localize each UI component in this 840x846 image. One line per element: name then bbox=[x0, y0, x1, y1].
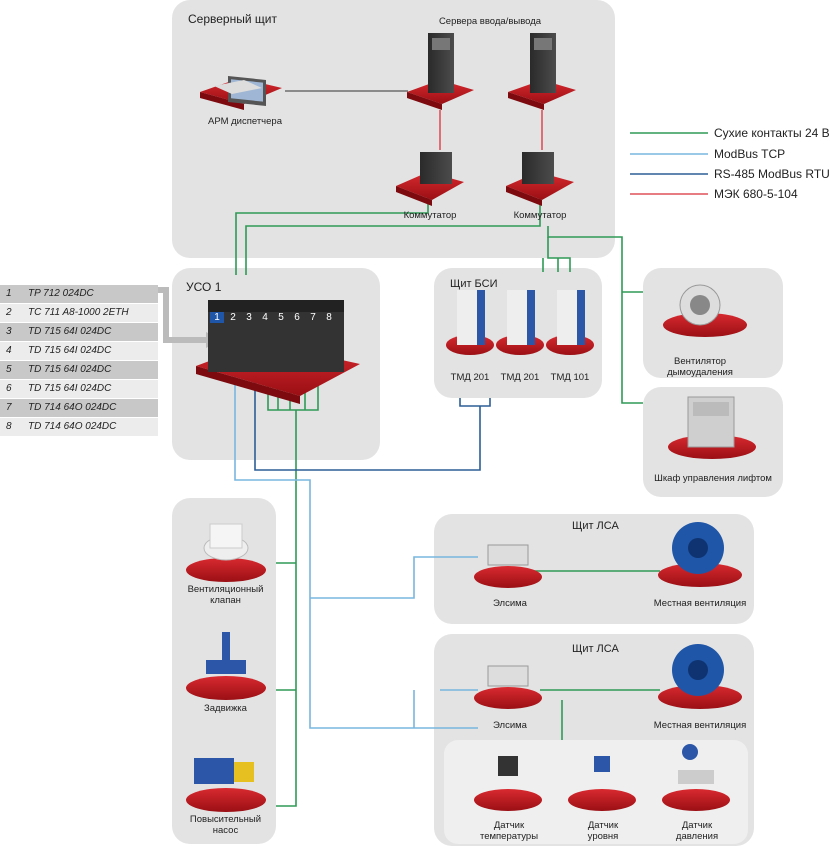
legend-iec: МЭК 680-5-104 bbox=[714, 187, 798, 201]
slot-number: 8 bbox=[326, 312, 332, 323]
slot-numbers: 1 2 3 4 5 6 7 8 bbox=[210, 312, 340, 323]
booster-pump-label: Повысительный насос bbox=[189, 814, 262, 836]
legend-modbus-tcp: ModBus TCP bbox=[714, 147, 786, 161]
slot-number: 6 bbox=[294, 312, 300, 323]
slot-number: 2 bbox=[230, 312, 236, 323]
servers-label: Сервера ввода/вывода bbox=[438, 16, 542, 27]
temp-sensor-label: Датчик температуры bbox=[479, 820, 539, 842]
local-vent-1-label: Местная вентиляция bbox=[653, 598, 747, 609]
level-sensor-label: Датчик уровня bbox=[587, 820, 619, 842]
lift-cabinet-label: Шкаф управления лифтом bbox=[654, 473, 772, 484]
tmd-3-label: ТМД 101 bbox=[550, 372, 590, 383]
smoke-fan-label: Вентилятор дымоудаления bbox=[667, 356, 733, 378]
bsi-panel-title: Щит БСИ bbox=[450, 278, 498, 290]
switch-1-label: Коммутатор bbox=[403, 210, 457, 221]
local-vent-2-label: Местная вентиляция bbox=[653, 720, 747, 731]
slot-number: 3 bbox=[246, 312, 252, 323]
legend-rs485: RS-485 ModBus RTU bbox=[714, 167, 830, 181]
elsima-1-label: Элсима bbox=[493, 598, 527, 609]
switch-2-label: Коммутатор bbox=[513, 210, 567, 221]
elsima-2-label: Элсима bbox=[493, 720, 527, 731]
lsa1-panel-title: Щит ЛСА bbox=[572, 520, 619, 532]
gate-valve-label: Задвижка bbox=[204, 703, 247, 714]
slot-number: 5 bbox=[278, 312, 284, 323]
legend-dry-contacts: Сухие контакты 24 В bbox=[714, 126, 830, 140]
tmd-2-label: ТМД 201 bbox=[500, 372, 540, 383]
lsa2-panel-title: Щит ЛСА bbox=[572, 643, 619, 655]
pressure-sensor-label: Датчик давления bbox=[675, 820, 719, 842]
arm-label: АРМ диспетчера bbox=[208, 116, 282, 127]
uso-panel bbox=[172, 268, 380, 460]
field-devices-panel bbox=[172, 498, 276, 844]
uso-panel-title: УСО 1 bbox=[186, 280, 222, 294]
vent-valve-label: Вентиляционный клапан bbox=[187, 584, 264, 606]
slot-number: 4 bbox=[262, 312, 268, 323]
slot-number: 7 bbox=[310, 312, 316, 323]
slot-number: 1 bbox=[210, 312, 224, 323]
server-panel-title: Серверный щит bbox=[188, 12, 277, 26]
tmd-1-label: ТМД 201 bbox=[450, 372, 490, 383]
